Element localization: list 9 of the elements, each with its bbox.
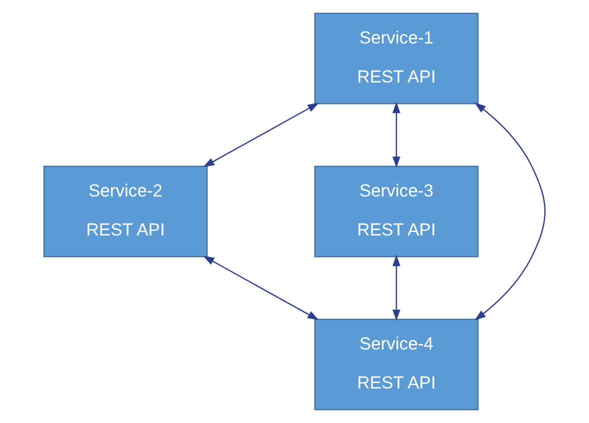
arrow [392,102,400,168]
arrow [202,256,319,320]
arrow [392,254,400,321]
arrow [474,102,546,320]
node-box: Service-4 REST API [314,318,479,410]
node-box: Service-3 REST API [314,166,479,258]
arrow [203,102,319,168]
node-box: Service-2 REST API [43,166,208,258]
node-box: Service-1 REST API [314,12,479,104]
